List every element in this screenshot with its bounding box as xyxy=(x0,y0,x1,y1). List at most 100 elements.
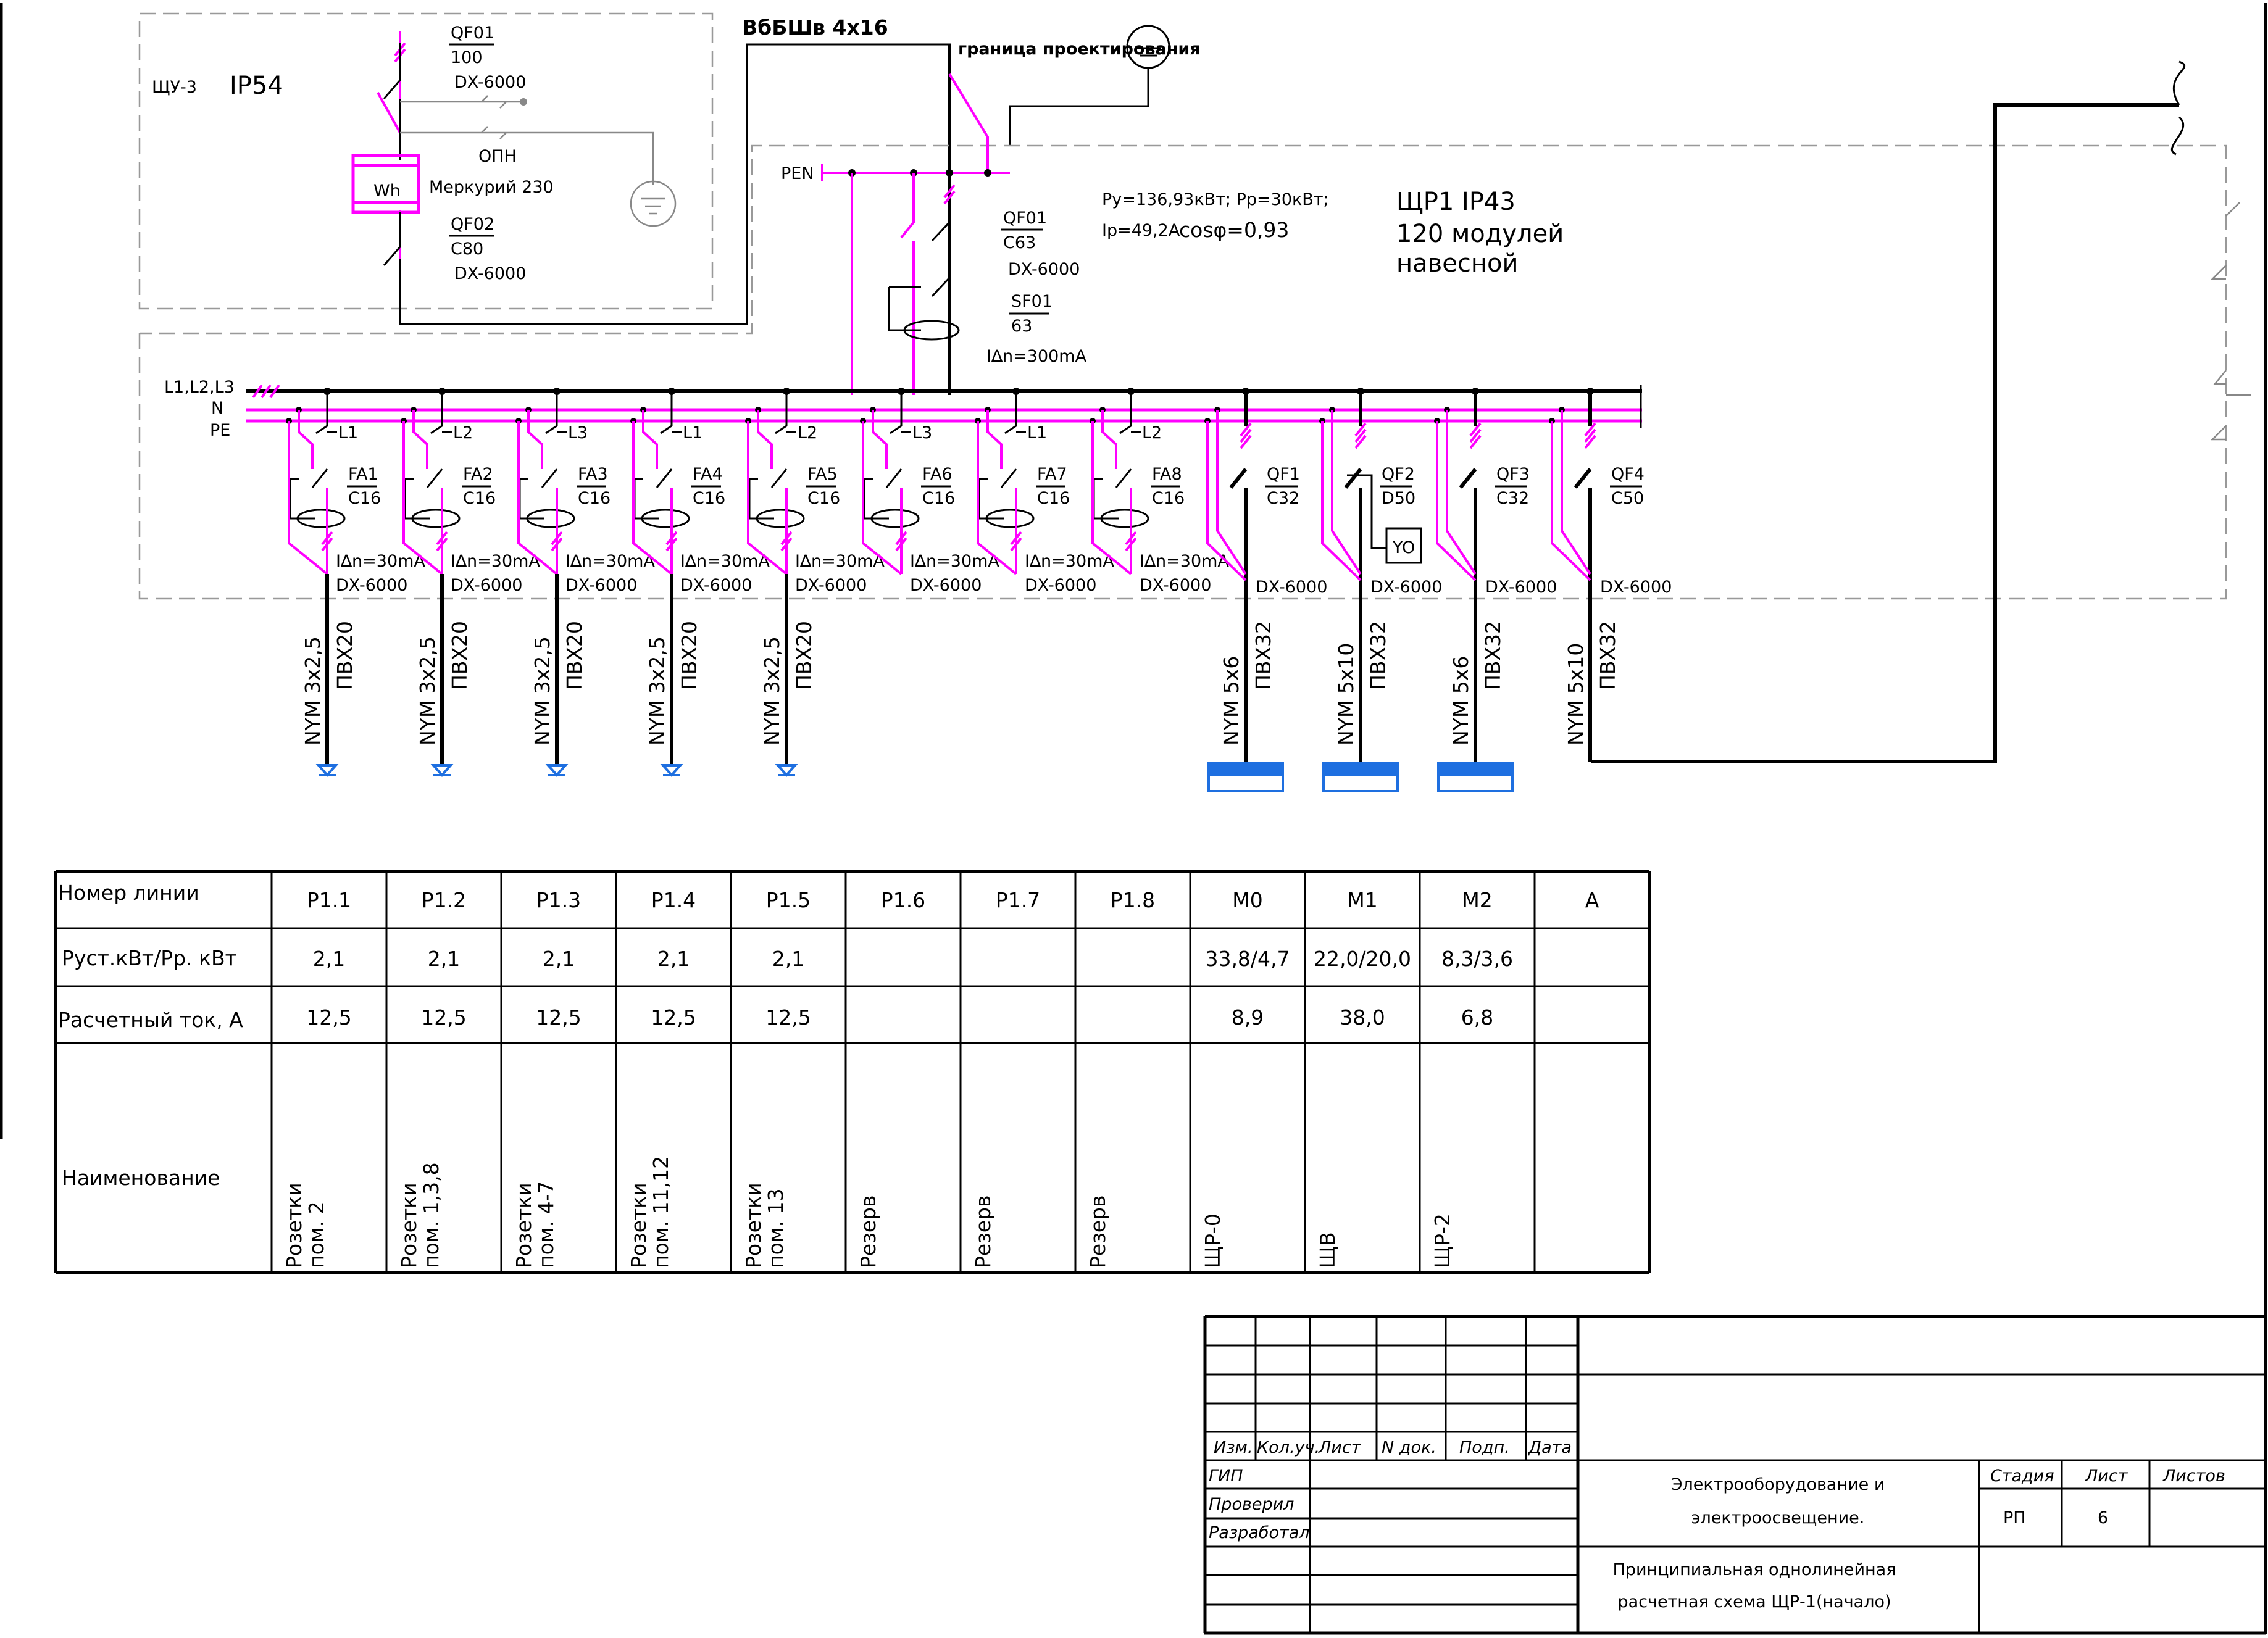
breaker-ticks xyxy=(1469,422,1482,449)
feeder-cable: NYM 3х2,5 xyxy=(760,636,784,746)
table-power: 8,3/3,6 xyxy=(1441,947,1513,971)
feeder-n-tap xyxy=(412,410,428,469)
feeder-pe-path xyxy=(288,421,328,575)
feeder-phase-switch xyxy=(770,391,788,488)
breaker-name: QF2 xyxy=(1382,465,1415,484)
opn-label: ОПН xyxy=(478,147,517,166)
table-name: Резерв xyxy=(971,1195,995,1268)
feeder-type: DX-6000 xyxy=(910,576,982,595)
table-row-label: Расчетный ток, А xyxy=(58,1008,243,1032)
feeder-phase-switch xyxy=(1115,391,1132,488)
meter-wh-label: Wh xyxy=(373,181,401,201)
svg-text:DX-6000: DX-6000 xyxy=(454,264,526,283)
feeder-phase-label: L3 xyxy=(568,423,588,443)
feeder-phase-switch xyxy=(426,391,443,488)
breaker-n-pe xyxy=(1321,410,1362,581)
main-rcd-ring xyxy=(903,320,960,341)
feeder-tick-marks xyxy=(665,531,678,552)
feeder-n-tap xyxy=(757,410,773,469)
table-row-label: Наименование xyxy=(62,1166,220,1190)
table-current: 12,5 xyxy=(765,1005,811,1029)
feeder-pipe: ПВХ20 xyxy=(677,621,701,690)
table-name-room: пом. 13 xyxy=(764,1188,788,1268)
breaker-pipe: ПВХ32 xyxy=(1481,621,1505,690)
table-current: 8,9 xyxy=(1232,1005,1264,1029)
meter-qf01-switch xyxy=(383,43,401,160)
feeder-cable: NYM 3х2,5 xyxy=(301,636,325,746)
feeder-rating: С16 xyxy=(1037,489,1070,508)
feeder-name: FA1 xyxy=(348,465,378,484)
feeder-type: DX-6000 xyxy=(565,576,637,595)
feeder-pe-path xyxy=(1091,421,1132,575)
svg-text:100: 100 xyxy=(451,48,483,67)
tb-role: Разработал xyxy=(1209,1523,1310,1542)
feeder-phase-switch xyxy=(541,391,558,488)
breaker-name: QF1 xyxy=(1267,465,1300,484)
tb-sheet-number: 6 xyxy=(2098,1508,2108,1528)
break-symbol xyxy=(2170,60,2186,156)
tb-role: Проверил xyxy=(1209,1495,1294,1514)
feeder-rating: С16 xyxy=(1152,489,1185,508)
table-name: Резерв xyxy=(1086,1195,1110,1268)
socket-symbol xyxy=(315,764,339,778)
breaker-type: DX-6000 xyxy=(1600,578,1672,597)
breaker-cable: NYM 5х6 xyxy=(1219,656,1243,746)
feeder-phase-label: L1 xyxy=(338,423,358,443)
breaker-path xyxy=(1344,391,1362,765)
feeder-n-tap xyxy=(642,410,658,469)
breaker-path xyxy=(1229,391,1248,765)
breaker-name: QF4 xyxy=(1611,465,1645,484)
feeder-phase-label: L2 xyxy=(1142,423,1162,443)
table-power: 2,1 xyxy=(313,947,345,971)
meter-board-ip: IP54 xyxy=(230,72,283,100)
table-line-number: Р1.5 xyxy=(766,888,811,912)
feeder-type: DX-6000 xyxy=(795,576,867,595)
rcd-ring xyxy=(870,509,920,528)
feeder-phase-label: L1 xyxy=(1027,423,1047,443)
rcd-ring xyxy=(526,509,575,528)
table-line-number: М1 xyxy=(1347,888,1377,912)
breaker-cable: NYM 5х10 xyxy=(1564,643,1588,746)
tb-stage-header: Стадия xyxy=(1990,1466,2054,1486)
table-name-room: пом. 11,12 xyxy=(649,1156,673,1268)
feeder-cable: NYM 3х2,5 xyxy=(530,636,554,746)
tb-col-label: N док. xyxy=(1382,1438,1436,1457)
feeder-pe-path xyxy=(517,421,558,575)
bus-three-phase-mark xyxy=(252,384,280,399)
table-name: Резерв xyxy=(856,1195,880,1268)
feeder-pe-path xyxy=(747,421,788,575)
feeder-tick-marks xyxy=(1125,531,1137,552)
breaker-ticks xyxy=(1354,422,1367,449)
table-line-number: А xyxy=(1585,888,1599,912)
distribution-board-fill xyxy=(1438,763,1512,776)
feeder-name: FA8 xyxy=(1152,465,1182,484)
table-power: 22,0/20,0 xyxy=(1314,947,1411,971)
breaker-ticks xyxy=(1584,422,1596,449)
table-current: 12,5 xyxy=(306,1005,351,1029)
table-current: 6,8 xyxy=(1461,1005,1493,1029)
meter-model: Меркурий 230 xyxy=(429,178,554,197)
table-name: Розетки xyxy=(741,1183,765,1268)
breaker-cable: NYM 5х10 xyxy=(1334,643,1358,746)
breaker-rating: С50 xyxy=(1611,489,1644,508)
table-name-room: пом. 4-7 xyxy=(534,1181,558,1268)
feeder-rating: С16 xyxy=(807,489,840,508)
meter-outgoing xyxy=(383,43,951,325)
feeder-leak: I∆n=30mA xyxy=(1140,552,1229,571)
table-line-number: Р1.2 xyxy=(422,888,466,912)
bus-pe-label: PE xyxy=(210,421,230,440)
table-line-number: М2 xyxy=(1462,888,1492,912)
socket-symbol xyxy=(545,764,569,778)
feeder-tick-marks xyxy=(895,531,907,552)
main-n-path xyxy=(900,173,915,395)
meter-board-name: ЩУ-3 xyxy=(152,78,197,97)
table-line-number: Р1.4 xyxy=(651,888,696,912)
feeder-phase-label: L2 xyxy=(798,423,817,443)
feeder-phase-switch xyxy=(885,391,903,488)
feeder-phase-label: L3 xyxy=(912,423,932,443)
feeder-pe-path xyxy=(632,421,673,575)
feeder-qf4-route xyxy=(1591,103,2179,763)
